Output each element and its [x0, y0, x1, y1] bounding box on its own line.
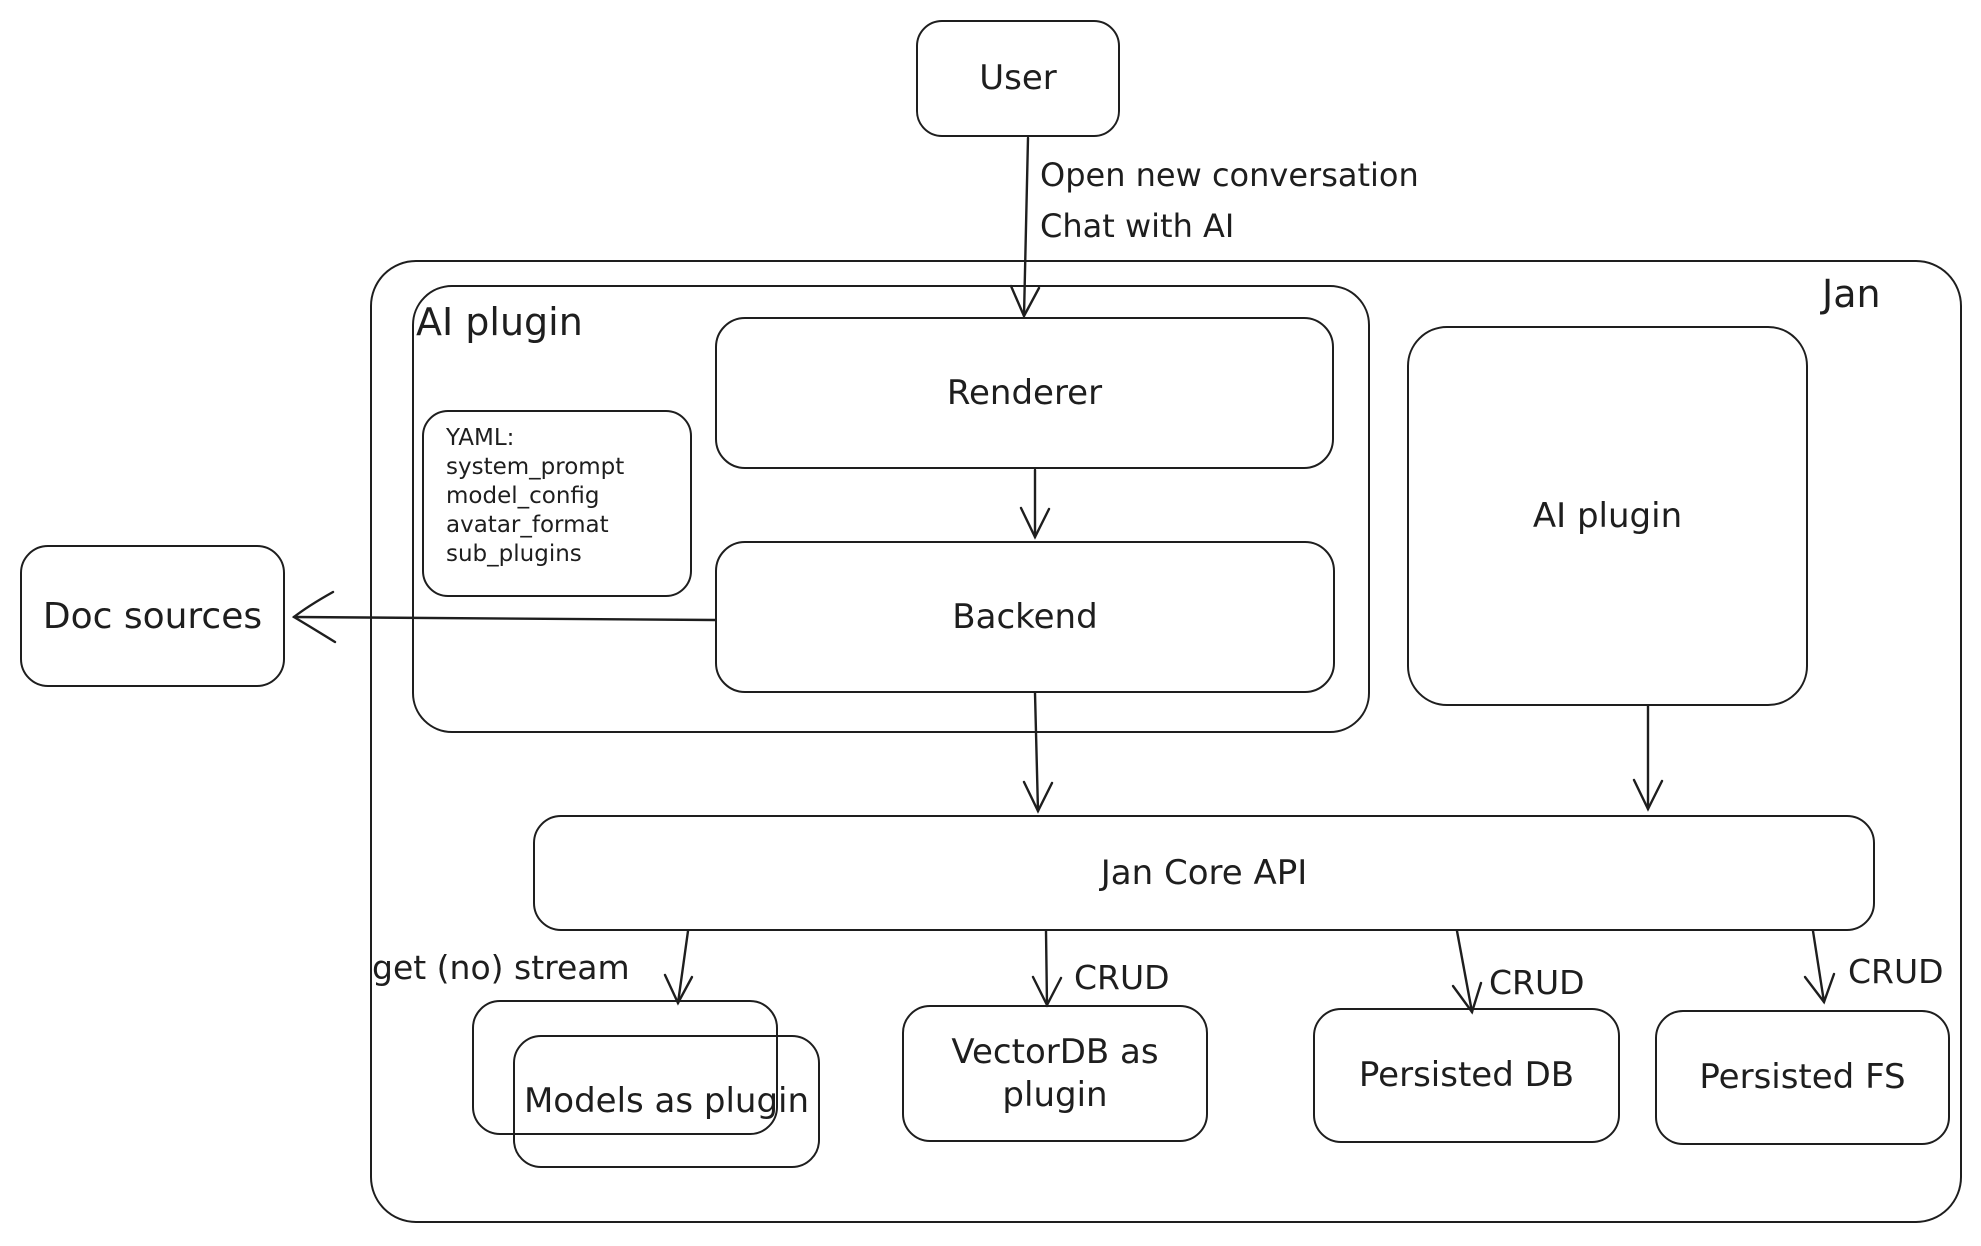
ai-plugin-node-label: AI plugin: [1532, 495, 1683, 536]
backend-node-label: Backend: [952, 596, 1098, 637]
yaml-note-line: model_config: [446, 483, 600, 509]
edge-label-get-no-stream: get (no) stream: [372, 948, 630, 987]
jan-container-box: [370, 260, 1962, 1223]
persisted-fs-node-label: Persisted FS: [1699, 1057, 1906, 1098]
user-node: User: [916, 20, 1120, 137]
yaml-note-line: avatar_format: [446, 512, 609, 538]
persisted-fs-node: Persisted FS: [1655, 1010, 1950, 1145]
doc-sources-node: Doc sources: [20, 545, 285, 687]
renderer-node-label: Renderer: [946, 372, 1103, 413]
edge-label-user-to-renderer: Open new conversation Chat with AI: [1040, 150, 1419, 252]
user-node-label: User: [979, 58, 1057, 99]
vectordb-node-label: VectorDB as plugin: [951, 1032, 1159, 1115]
yaml-note: YAML: system_prompt model_config avatar_…: [422, 410, 692, 597]
yaml-note-line: YAML:: [446, 425, 515, 451]
edge-label-line2: Chat with AI: [1040, 207, 1235, 246]
edge-label-crud-persisted-db: CRUD: [1489, 963, 1585, 1002]
ai-plugin-panel-label: AI plugin: [416, 300, 583, 344]
yaml-note-line: sub_plugins: [446, 541, 582, 567]
edge-label-crud-persisted-fs: CRUD: [1848, 952, 1944, 991]
ai-plugin-node: AI plugin: [1407, 326, 1808, 706]
renderer-node: Renderer: [715, 317, 1334, 469]
models-as-plugin-node-back: [472, 1000, 778, 1135]
backend-node: Backend: [715, 541, 1335, 693]
persisted-db-node: Persisted DB: [1313, 1008, 1620, 1143]
vectordb-node: VectorDB as plugin: [902, 1005, 1208, 1142]
ai-plugin-panel: [412, 285, 1370, 733]
doc-sources-node-label: Doc sources: [42, 595, 263, 637]
edge-label-crud-vectordb: CRUD: [1074, 958, 1170, 997]
persisted-db-node-label: Persisted DB: [1358, 1055, 1575, 1096]
yaml-note-line: system_prompt: [446, 454, 625, 480]
edge-label-line1: Open new conversation: [1040, 156, 1419, 194]
jan-core-api-node: Jan Core API: [533, 815, 1875, 931]
jan-container-label: Jan: [1822, 272, 1881, 316]
jan-core-api-node-label: Jan Core API: [1100, 852, 1308, 893]
models-as-plugin-node-label: Models as plugin: [523, 1081, 810, 1122]
models-as-plugin-node: Models as plugin: [513, 1035, 820, 1168]
